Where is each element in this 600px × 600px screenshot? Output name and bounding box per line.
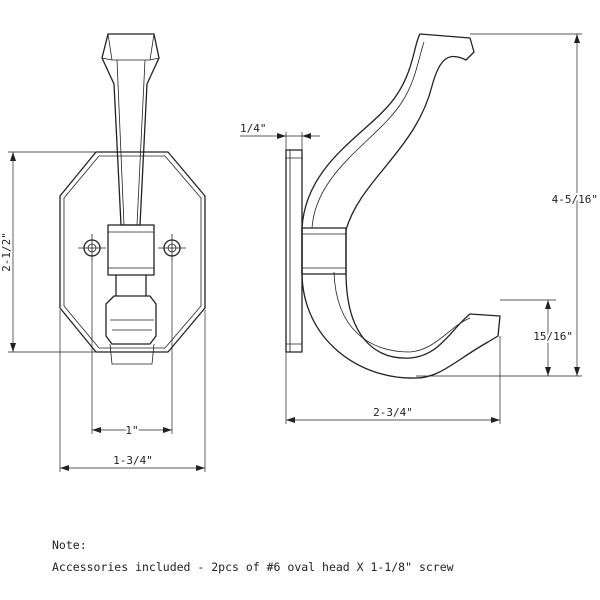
upper-arm-ridge [116, 59, 146, 226]
dim-width-label: 1-3/4" [113, 454, 153, 467]
side-hook-body [301, 33, 501, 379]
collar-lines [108, 231, 154, 269]
front-view: 2-1/2" 1" 1-3/4" [0, 33, 206, 472]
dim-plate-thickness-label: 1/4" [240, 122, 267, 135]
collar [107, 224, 155, 276]
lower-hook [105, 295, 157, 345]
side-hook-inner-line [311, 41, 471, 353]
dim-height: 2-1/2" [0, 151, 96, 353]
screw-hole-right [158, 234, 186, 262]
side-collar-lines [302, 233, 346, 269]
dim-plate-thickness: 1/4" [240, 122, 320, 150]
upper-arm [101, 33, 160, 226]
screw-hole-left [78, 234, 106, 262]
back-plate-inner [63, 155, 202, 349]
notes-block: Note: Accessories included - 2pcs of #6 … [52, 534, 454, 578]
dim-height-label: 2-1/2" [0, 232, 13, 272]
dim-lower-hook: 15/16" [500, 299, 575, 376]
notes-text: Accessories included - 2pcs of #6 oval h… [52, 560, 454, 574]
side-back-plate [285, 149, 303, 353]
lower-stem [115, 274, 147, 297]
notes-heading: Note: [52, 538, 87, 552]
upper-arm-tip [101, 33, 160, 61]
side-back-plate-detail [286, 150, 302, 352]
lower-hook-detail [109, 319, 155, 365]
dim-lower-hook-label: 15/16" [533, 330, 573, 343]
dim-projection: 2-3/4" [285, 336, 501, 424]
side-collar [301, 227, 347, 275]
side-view: 1/4" 4-5/16" 15/16" 2-3/4" [240, 33, 600, 424]
dim-screw-spacing-label: 1" [125, 424, 138, 437]
dim-projection-label: 2-3/4" [373, 406, 413, 419]
dim-total-height: 4-5/16" [416, 33, 600, 377]
dim-screw-spacing: 1" [91, 262, 173, 439]
dim-width: 1-3/4" [59, 310, 206, 472]
back-plate-outline [59, 151, 206, 353]
dim-total-height-label: 4-5/16" [552, 193, 598, 206]
